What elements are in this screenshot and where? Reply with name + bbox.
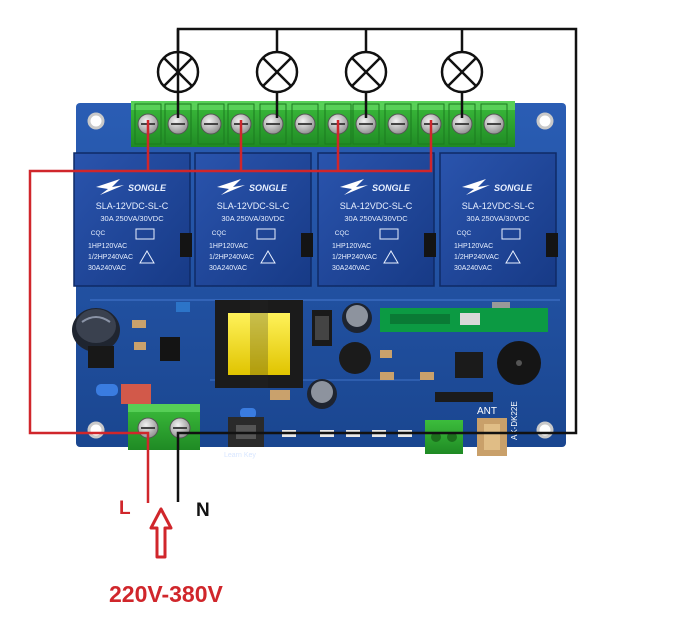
relay-rating3-text: 1/2HP240VAC xyxy=(88,254,133,261)
lamp-group xyxy=(156,50,484,94)
power-supply-section xyxy=(72,300,434,418)
capacitor-mid xyxy=(342,303,372,333)
lamp-icon xyxy=(344,50,388,94)
relay-mark-text: CQC xyxy=(91,230,106,237)
relay-rating1-text: 30A 250VA/30VDC xyxy=(100,214,164,223)
indicator-pad-label: KO4 xyxy=(398,447,411,454)
terminal-screw xyxy=(480,103,508,145)
indicator-pad-label: KO3 xyxy=(372,447,385,454)
relay: SONGLE SLA-12VDC-SL-C 30A 250VA/30VDC CQC 1H… xyxy=(194,152,313,287)
relay-rating3-text: 1/2HP240VAC xyxy=(332,254,377,261)
terminal-screw xyxy=(352,103,380,145)
fuse-resistor xyxy=(121,384,151,404)
live-label: L xyxy=(119,498,131,519)
neutral-label: N xyxy=(196,500,210,521)
neutral-wire xyxy=(176,27,578,502)
relay-group: SONGLE SLA-12VDC-SL-C 30A 250VA/30VDC CQC 1H… xyxy=(73,152,558,287)
terminal-screw xyxy=(384,103,412,145)
relay: SONGLE SLA-12VDC-SL-C 30A 250VA/30VDC CQC 1H… xyxy=(439,152,558,287)
power-ic xyxy=(160,337,180,361)
relay-rating2-text: 1HP120VAC xyxy=(332,243,371,250)
relay-rating2-text: 1HP120VAC xyxy=(88,243,127,250)
learn-key-label: Learn Key xyxy=(224,452,256,459)
relay-rating1-text: 30A 250VA/30VDC xyxy=(221,214,285,223)
power-input-terminal xyxy=(128,404,200,450)
relay-rating4-text: 30A240VAC xyxy=(332,265,370,272)
songle-logo-icon xyxy=(462,179,490,195)
relay-model-text: SLA-12VDC-SL-C xyxy=(462,201,535,211)
lamp-icon xyxy=(255,50,299,94)
relay-mark-text: CQC xyxy=(212,230,227,237)
relay: SONGLE SLA-12VDC-SL-C 30A 250VA/30VDC CQC 1H… xyxy=(73,152,192,287)
relay-model-text: SLA-12VDC-SL-C xyxy=(96,201,169,211)
lamp-icon xyxy=(440,50,484,94)
songle-logo-icon xyxy=(217,179,245,195)
relay-model-text: SLA-12VDC-SL-C xyxy=(217,201,290,211)
relay-rating4-text: 30A240VAC xyxy=(454,265,492,272)
relay-mark-text: CQC xyxy=(335,230,350,237)
relay-brand-text: SONGLE xyxy=(372,183,411,193)
relay-rating2-text: 1HP120VAC xyxy=(454,243,493,250)
songle-logo-icon xyxy=(340,179,368,195)
indicator-pad-label: LED xyxy=(283,447,296,454)
terminal-screw xyxy=(259,103,287,145)
relay-brand-text: SONGLE xyxy=(249,183,288,193)
relay-rating4-text: 30A240VAC xyxy=(209,265,247,272)
input-arrow-icon xyxy=(149,507,173,559)
decoder-ic xyxy=(455,352,483,378)
relay-model-text: SLA-12VDC-SL-C xyxy=(340,201,413,211)
transformer xyxy=(215,300,303,388)
songle-logo-icon xyxy=(96,179,124,195)
relay-rating1-text: 30A 250VA/30VDC xyxy=(344,214,408,223)
relay: SONGLE SLA-12VDC-SL-C 30A 250VA/30VDC CQC 1H… xyxy=(317,152,436,287)
capacitor-small xyxy=(339,342,371,374)
relay-mark-text: CQC xyxy=(457,230,472,237)
terminal-screw xyxy=(197,103,225,145)
rectifier-chip xyxy=(88,346,114,368)
board-id-label: AK-DK22E xyxy=(510,401,519,440)
relay-rating4-text: 30A240VAC xyxy=(88,265,126,272)
terminal-screw xyxy=(291,103,319,145)
capacitor-large xyxy=(72,308,120,352)
terminal-screw xyxy=(448,103,476,145)
capacitor-low xyxy=(307,379,337,409)
relay-rating1-text: 30A 250VA/30VDC xyxy=(466,214,530,223)
dc-terminal-block xyxy=(425,420,463,454)
indicator-pad-label: KO1 xyxy=(320,447,333,454)
receiver-section xyxy=(380,302,548,456)
ant-label: ANT xyxy=(477,406,497,417)
live-wire xyxy=(28,120,433,503)
relay-brand-text: SONGLE xyxy=(128,183,167,193)
mcu-ic xyxy=(435,392,493,402)
output-terminal-block xyxy=(131,101,515,147)
relay-rating3-text: 1/2HP240VAC xyxy=(454,254,499,261)
relay-rating3-text: 1/2HP240VAC xyxy=(209,254,254,261)
voltage-label: 220V-380V xyxy=(109,581,223,607)
relay-brand-text: SONGLE xyxy=(494,183,533,193)
relay-rating2-text: 1HP120VAC xyxy=(209,243,248,250)
indicator-pad-label: KO2 xyxy=(346,447,359,454)
